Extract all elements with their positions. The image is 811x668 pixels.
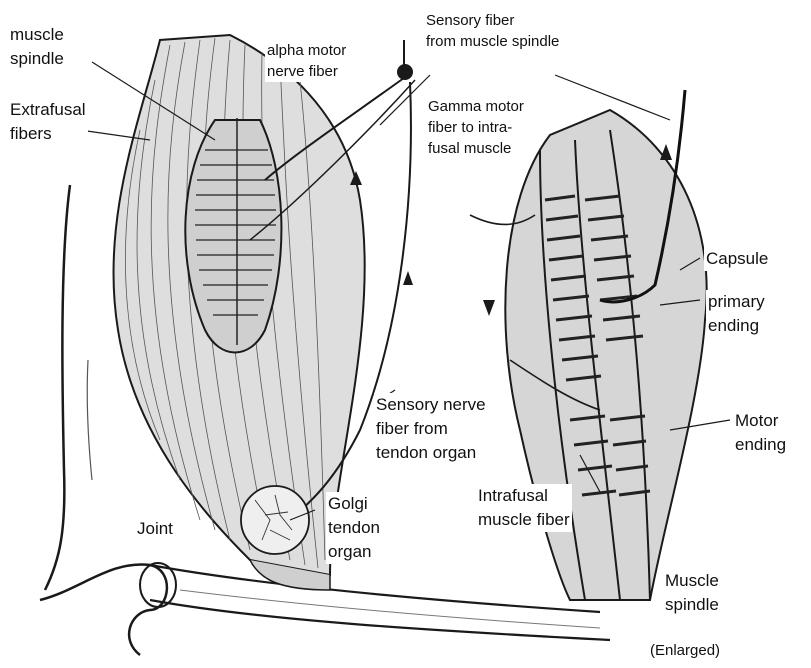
label-joint: Joint	[135, 517, 175, 541]
arrow-up-sensory	[403, 271, 413, 285]
label-capsule: Capsule	[704, 247, 770, 271]
label-enlarged: (Enlarged)	[648, 640, 722, 661]
forearm-bone-lower	[150, 600, 610, 640]
muscle-spindle-small	[185, 120, 281, 353]
arrow-down-gamma	[483, 300, 495, 316]
arrow-up-spindle	[660, 144, 672, 160]
elbow-joint	[40, 564, 167, 655]
nerve-junction	[397, 64, 413, 80]
humerus-bone	[45, 185, 70, 590]
humerus-bone-inner	[87, 360, 92, 480]
forearm-bone-upper	[150, 565, 600, 612]
